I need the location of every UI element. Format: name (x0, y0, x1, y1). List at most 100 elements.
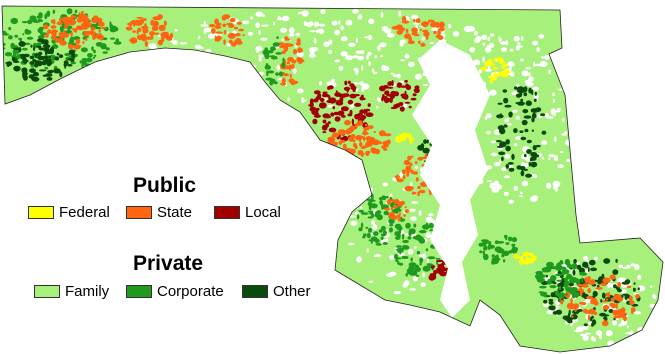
state-patch (370, 137, 376, 144)
background-patch (254, 90, 261, 94)
local-patch (346, 86, 349, 93)
background-patch (652, 293, 655, 299)
state-patch (223, 30, 227, 35)
state-patch (572, 303, 580, 310)
state-patch (369, 125, 374, 129)
background-patch (226, 42, 231, 47)
background-patch (264, 93, 270, 98)
state-patch (142, 18, 147, 22)
background-patch (410, 182, 413, 187)
state-patch (58, 17, 63, 22)
corporate-patch (558, 263, 562, 267)
background-patch (228, 69, 236, 75)
background-patch (233, 73, 235, 76)
local-patch (433, 272, 436, 279)
background-patch (380, 12, 384, 18)
local-patch (309, 98, 314, 105)
corporate-patch (378, 229, 383, 233)
state-patch (96, 34, 104, 40)
federal-patch (480, 66, 487, 72)
state-patch (136, 16, 144, 19)
state-patch (418, 40, 421, 44)
corporate-patch (368, 239, 375, 242)
local-patch (312, 118, 318, 125)
local-patch (350, 85, 357, 91)
corporate-patch (496, 241, 505, 244)
background-patch (519, 195, 523, 198)
other-patch (533, 114, 536, 117)
background-patch (533, 61, 536, 68)
state-patch (397, 201, 403, 207)
corporate-patch (425, 248, 429, 252)
state-patch (415, 18, 421, 23)
state-patch (76, 17, 83, 23)
corporate-patch (60, 26, 64, 33)
state-patch (601, 320, 609, 327)
corporate-patch (550, 275, 557, 282)
background-patch (637, 274, 642, 280)
other-patch (514, 86, 518, 90)
corporate-patch (415, 274, 420, 277)
local-patch (326, 100, 330, 103)
state-patch (608, 291, 611, 298)
background-patch (318, 81, 322, 86)
local-patch (309, 106, 317, 112)
corporate-patch (402, 244, 407, 250)
corporate-patch (362, 236, 366, 239)
other-patch (38, 51, 43, 56)
background-patch (205, 48, 212, 53)
background-patch (198, 80, 201, 84)
state-patch (570, 297, 573, 304)
corporate-patch (268, 50, 274, 54)
local-patch (332, 106, 336, 110)
background-patch (605, 330, 613, 337)
other-patch (599, 314, 607, 316)
state-patch (588, 280, 595, 286)
other-patch (21, 41, 25, 46)
state-patch (623, 315, 627, 322)
corporate-patch (508, 250, 513, 254)
background-patch (203, 82, 211, 86)
background-patch (248, 31, 254, 36)
corporate-patch (358, 227, 363, 232)
background-patch (386, 273, 394, 277)
state-patch (284, 36, 289, 41)
other-patch (523, 92, 528, 97)
state-patch (587, 288, 592, 294)
state-patch (291, 63, 295, 69)
background-patch (448, 24, 452, 29)
background-patch (517, 42, 521, 46)
local-swatch (214, 206, 240, 219)
corporate-patch (482, 239, 489, 245)
background-patch (367, 51, 372, 56)
background-patch (174, 28, 178, 32)
state-patch (342, 143, 347, 149)
state-patch (401, 169, 406, 175)
background-patch (363, 36, 372, 39)
local-patch (385, 90, 390, 96)
background-patch (501, 47, 507, 52)
local-patch (324, 124, 328, 131)
corporate-patch (395, 245, 403, 248)
background-patch (421, 36, 425, 41)
state-patch (215, 31, 223, 34)
corporate-patch (267, 70, 275, 74)
local-patch (437, 265, 443, 269)
background-patch (633, 311, 642, 315)
other-patch (502, 89, 508, 93)
background-patch (626, 264, 631, 269)
corporate-patch (264, 64, 271, 69)
background-patch (212, 66, 219, 72)
other-patch (13, 47, 20, 50)
other-patch (525, 100, 532, 106)
background-patch (412, 22, 420, 25)
background-patch (360, 50, 365, 55)
local-patch (404, 90, 407, 95)
state-patch (620, 307, 626, 313)
other-patch (505, 139, 511, 145)
other-patch (29, 55, 34, 60)
background-patch (223, 76, 231, 83)
state-patch (234, 26, 238, 30)
state-patch (367, 150, 371, 154)
local-patch (396, 82, 403, 88)
